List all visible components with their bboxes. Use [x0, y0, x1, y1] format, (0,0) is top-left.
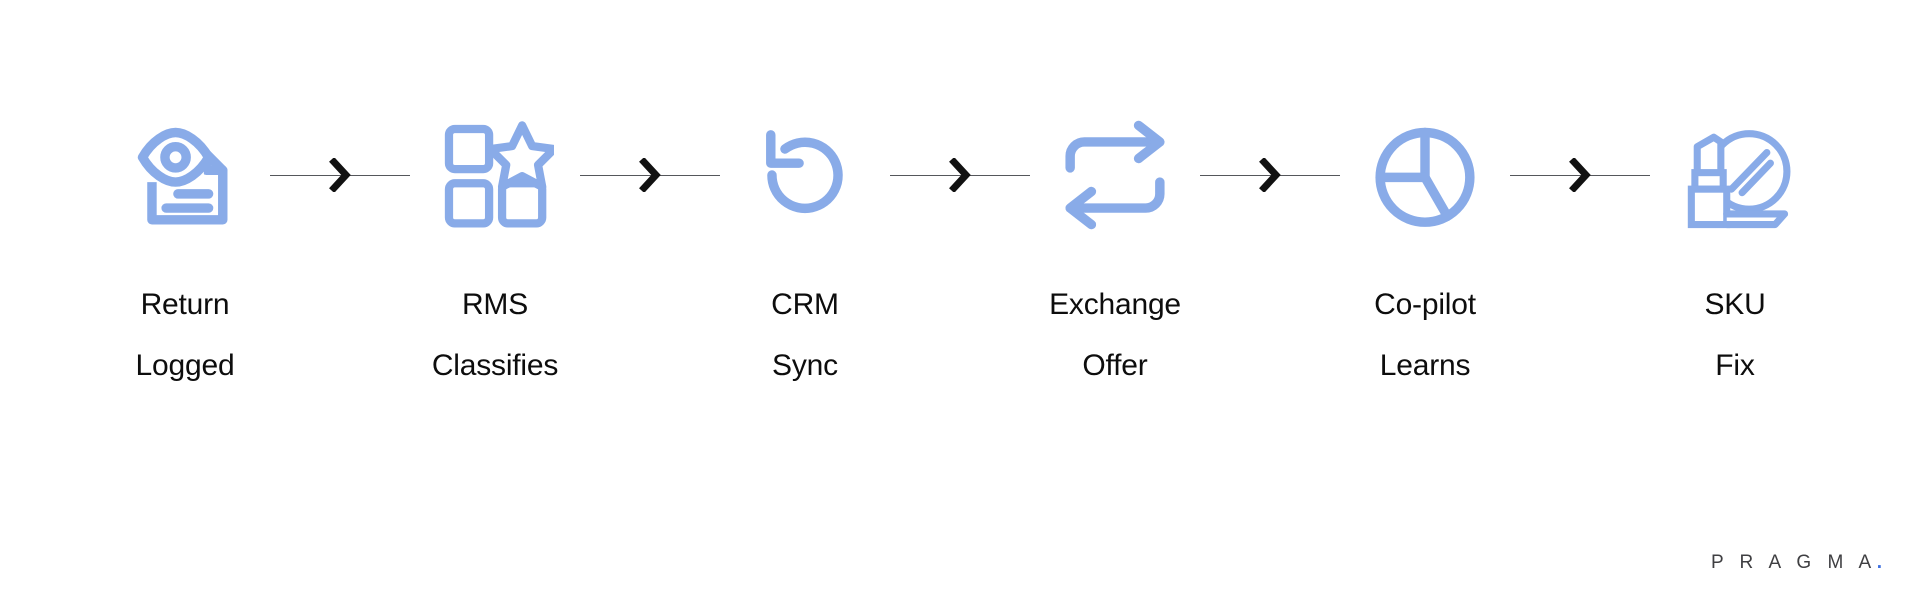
pie-chart-icon — [1360, 110, 1490, 240]
connector-line — [1200, 175, 1340, 176]
brand-dot: . — [1876, 552, 1882, 573]
flow-step-label-line2: Classifies — [431, 349, 559, 382]
grid-star-icon — [430, 110, 560, 240]
connector-line — [270, 175, 410, 176]
flow-connector-3 — [890, 110, 1030, 240]
flow-step-crm-sync[interactable]: CRM Sync — [720, 110, 890, 396]
flow-step-label-line2: Offer — [1082, 349, 1148, 382]
flow-step-label-line2: Logged — [135, 349, 235, 382]
flow-step-label: SKU Fix — [1704, 274, 1765, 396]
flow-step-copilot-learns[interactable]: Co-pilot Learns — [1340, 110, 1510, 396]
flow-connector-4 — [1200, 110, 1340, 240]
flow-step-sku-fix[interactable]: SKU Fix — [1650, 110, 1820, 396]
flow-connector-2 — [580, 110, 720, 240]
flow-step-label: Co-pilot Learns — [1374, 274, 1476, 396]
swap-arrows-icon — [1050, 110, 1180, 240]
chevron-right-icon — [325, 157, 355, 193]
brand-logo: P R A G M A. — [1711, 552, 1882, 574]
flow-step-label: CRM Sync — [771, 274, 839, 396]
chevron-right-icon — [945, 157, 975, 193]
connector-line — [580, 175, 720, 176]
flow-strip: Return Logged RMS — [100, 110, 1820, 410]
connector-line — [1510, 175, 1650, 176]
undo-circular-arrow-icon — [740, 110, 870, 240]
flow-step-label-line1: Co-pilot — [1374, 288, 1476, 321]
chevron-right-icon — [1255, 157, 1285, 193]
flow-step-label-line2: Fix — [1715, 349, 1755, 382]
flow-step-rms-classifies[interactable]: RMS Classifies — [410, 110, 580, 396]
flow-step-label-line1: RMS — [461, 288, 529, 321]
flow-step-label-line2: Sync — [772, 349, 838, 382]
flow-step-label-line1: CRM — [771, 288, 839, 321]
flow-step-label: Exchange Offer — [1049, 274, 1181, 396]
flow-connector-1 — [270, 110, 410, 240]
flow-step-label: RMS Classifies — [431, 274, 559, 396]
document-eye-icon — [120, 110, 250, 240]
flow-step-label-line1: Exchange — [1049, 288, 1181, 321]
flow-step-exchange-offer[interactable]: Exchange Offer — [1030, 110, 1200, 396]
connector-line — [890, 175, 1030, 176]
chevron-right-icon — [1565, 157, 1595, 193]
flow-step-label-line1: SKU — [1704, 288, 1766, 321]
flow-step-label-line1: Return — [140, 288, 230, 321]
brand-name: P R A G M A — [1710, 552, 1877, 573]
flow-step-label-line2: Learns — [1379, 349, 1471, 382]
flow-step-return-logged[interactable]: Return Logged — [100, 110, 270, 396]
lipstick-mirror-icon — [1670, 110, 1800, 240]
flow-connector-5 — [1510, 110, 1650, 240]
flow-step-label: Return Logged — [136, 274, 235, 396]
chevron-right-icon — [635, 157, 665, 193]
